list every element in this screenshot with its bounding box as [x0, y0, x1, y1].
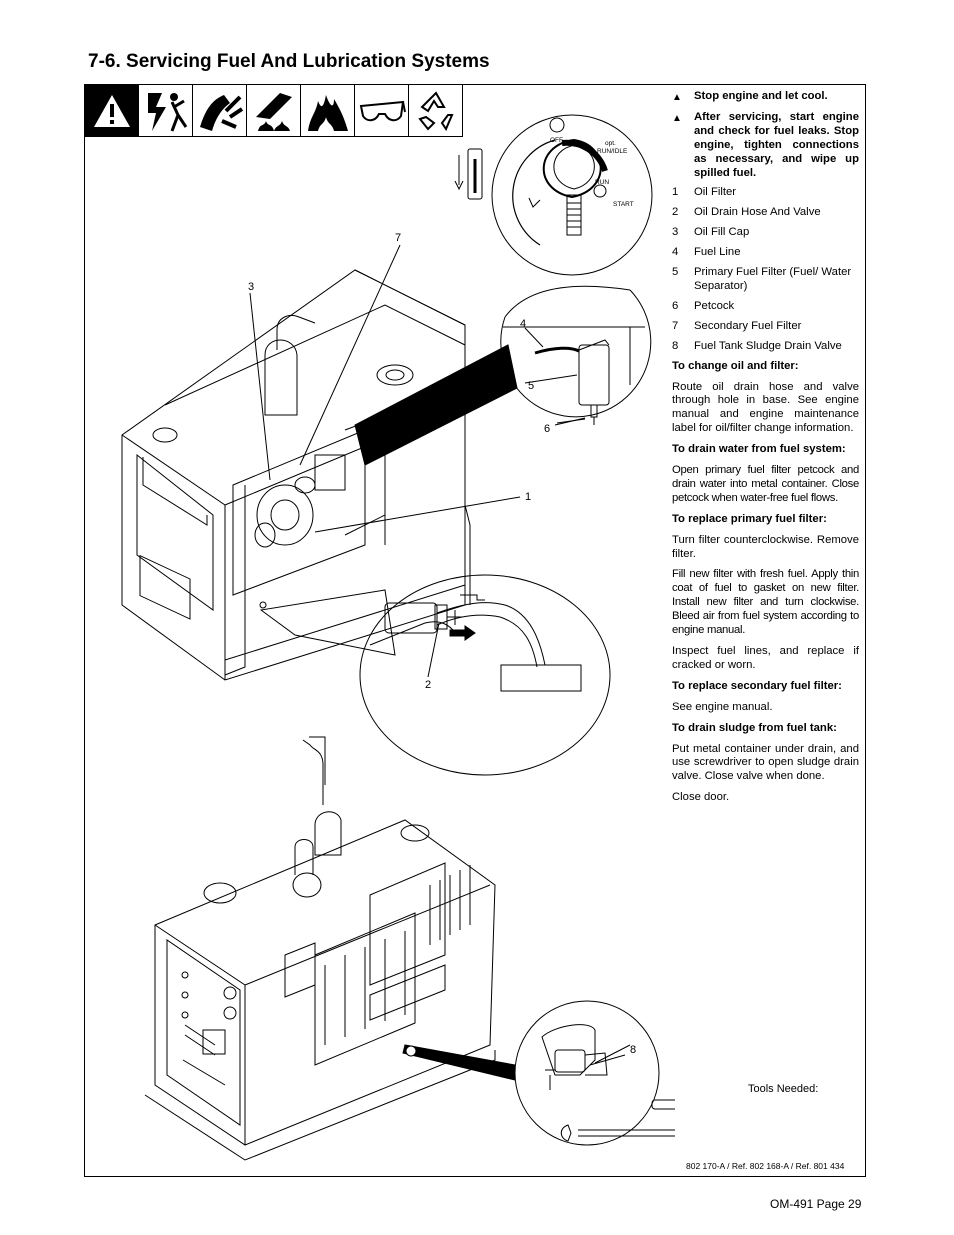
section-paragraph: Open primary fuel filter petcock and dra…	[672, 464, 859, 504]
section-paragraph: Close door.	[672, 791, 730, 804]
fuel-filter-detail	[354, 285, 652, 466]
tools-needed-label: Tools Needed:	[748, 1083, 819, 1095]
callout-2: 2	[425, 679, 432, 691]
safety-glasses-icon	[355, 85, 409, 137]
recycle-icon	[409, 85, 463, 137]
section-heading: To change oil and filter:	[672, 359, 799, 372]
section-paragraph: Turn filter counterclockwise. Remove fil…	[672, 533, 859, 560]
reference-numbers: 802 170-A / Ref. 802 168-A / Ref. 801 43…	[686, 1161, 845, 1171]
callout-5: 5	[528, 380, 535, 392]
callout-6: 6	[544, 423, 551, 435]
callout-8: 8	[630, 1044, 637, 1056]
section-paragraph: Inspect fuel lines, and replace if crack…	[672, 645, 859, 671]
ignition-switch-diagram	[491, 114, 653, 276]
section-paragraph: Route oil drain hose and valve through h…	[672, 380, 859, 435]
switch-label-run: RUN	[595, 179, 609, 186]
fire-icon	[301, 85, 355, 137]
hot-parts-icon	[247, 85, 301, 137]
section-paragraph: Put metal container under drain, and use…	[672, 742, 859, 783]
callout-3: 3	[248, 281, 255, 293]
oil-drain-detail	[259, 574, 611, 776]
safety-icon-strip	[85, 85, 463, 137]
sludge-drain-detail	[402, 1000, 660, 1146]
switch-label-opt: opt.	[605, 140, 616, 147]
page-number: OM-491 Page 29	[770, 1197, 862, 1211]
switch-label-start: START	[613, 201, 634, 208]
upper-generator-unit	[121, 269, 471, 681]
moving-parts-icon	[193, 85, 247, 137]
section-heading: To replace primary fuel filter:	[672, 512, 827, 525]
section-heading: To drain water from fuel system:	[672, 443, 846, 456]
section-heading: To replace secondary fuel filter:	[672, 679, 842, 692]
callout-4: 4	[520, 318, 527, 330]
leader-lines	[249, 244, 631, 1064]
warning-item: ▲ Stop engine and let cool.	[672, 90, 828, 103]
wrench-icon	[560, 1124, 675, 1142]
generator-service-drawing: OFF opt. RUN/IDLE RUN START	[121, 114, 675, 1161]
callout-7: 7	[395, 232, 402, 244]
warning-icon	[85, 85, 139, 137]
section-paragraph: Fill new filter with fresh fuel. Apply t…	[672, 568, 859, 637]
warning-item: ▲ After servicing, start engine and chec…	[672, 110, 859, 179]
instructions-column: ▲ Stop engine and let cool. ▲ After serv…	[672, 90, 859, 812]
warning-triangle-icon: ▲	[672, 112, 682, 124]
figure-frame	[84, 84, 866, 1177]
warning-triangle-icon: ▲	[672, 92, 682, 103]
electric-shock-icon	[139, 85, 193, 137]
callout-1: 1	[525, 491, 532, 503]
screwdriver-icon	[651, 1099, 675, 1110]
switch-label-run-idle: RUN/IDLE	[597, 148, 628, 155]
switch-label-off: OFF	[550, 137, 563, 144]
section-heading: To drain sludge from fuel tank:	[672, 721, 837, 734]
thermometer-icon	[454, 148, 483, 200]
section-title: 7-6. Servicing Fuel And Lubrication Syst…	[88, 51, 490, 72]
section-paragraph: See engine manual.	[672, 700, 773, 713]
lower-generator-unit	[144, 736, 496, 1161]
